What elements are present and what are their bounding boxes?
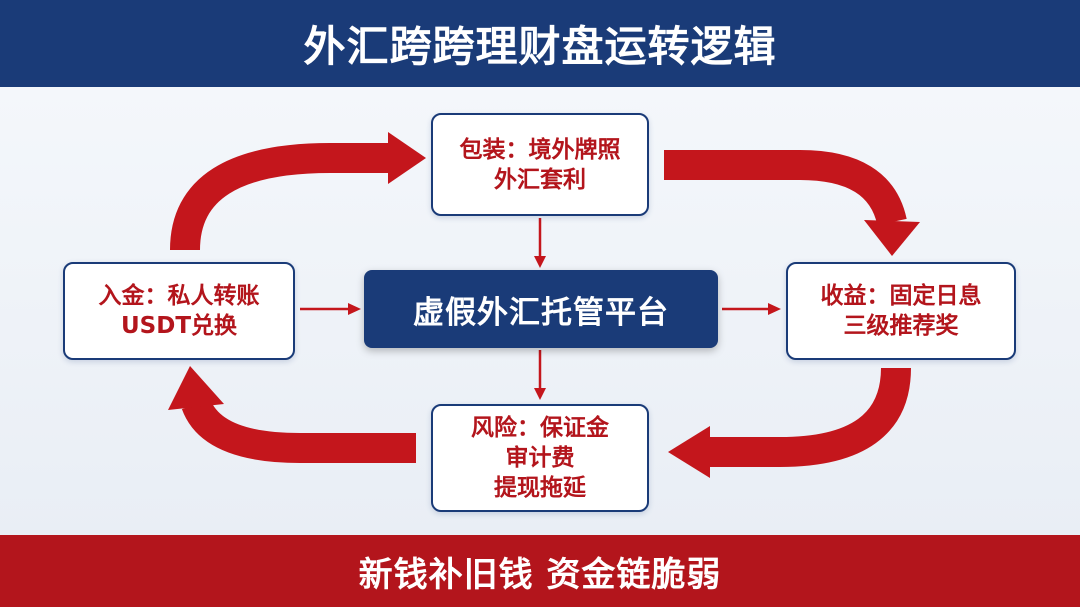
earnings-line-1: 收益：固定日息 [820,283,982,309]
risk-line-2: 审计费 [505,445,575,471]
cycle-arrow-right-to-bottom [708,367,911,467]
footer-slogan: 新钱补旧钱 资金链脆弱 [358,554,722,595]
risk-line-1: 风险：保证金 [471,415,609,441]
platform-label: 虚假外汇托管平台 [413,294,669,331]
packaging-line-1: 包装：境外牌照 [459,136,621,163]
deposit-line-1: 入金：私人转账 [98,283,260,309]
cycle-arrowhead-top-to-right [864,220,920,256]
earnings-node: 收益：固定日息 三级推荐奖 [786,262,1016,360]
risk-line-3: 提现拖延 [494,475,586,501]
packaging-node: 包装：境外牌照 外汇套利 [431,113,649,216]
cycle-arrow-top-to-right [664,150,907,226]
footer-banner: 新钱补旧钱 资金链脆弱 [0,535,1080,607]
cycle-arrowhead-right-to-bottom [668,426,710,478]
connector-platform-to-right-head [768,303,781,315]
diagram-title: 外汇跨跨理财盘运转逻辑 [303,22,777,71]
deposit-node: 入金：私人转账 USDT兑换 [63,262,295,360]
cycle-arrowhead-bottom-to-left [168,366,224,410]
title-banner: 外汇跨跨理财盘运转逻辑 [0,0,1080,87]
connector-top-to-platform-head [534,256,546,268]
connector-platform-to-bottom-head [534,388,546,400]
cycle-arrow-left-to-top [170,143,390,251]
connector-left-to-platform-head [348,303,361,315]
deposit-line-2: USDT兑换 [120,313,238,339]
earnings-line-2: 三级推荐奖 [843,313,959,339]
risk-node: 风险：保证金 审计费 提现拖延 [431,404,649,512]
cycle-arrow-bottom-to-left [181,397,416,463]
platform-node: 虚假外汇托管平台 [364,270,718,348]
cycle-arrowhead-left-to-top [388,132,426,184]
packaging-line-2: 外汇套利 [494,166,586,193]
